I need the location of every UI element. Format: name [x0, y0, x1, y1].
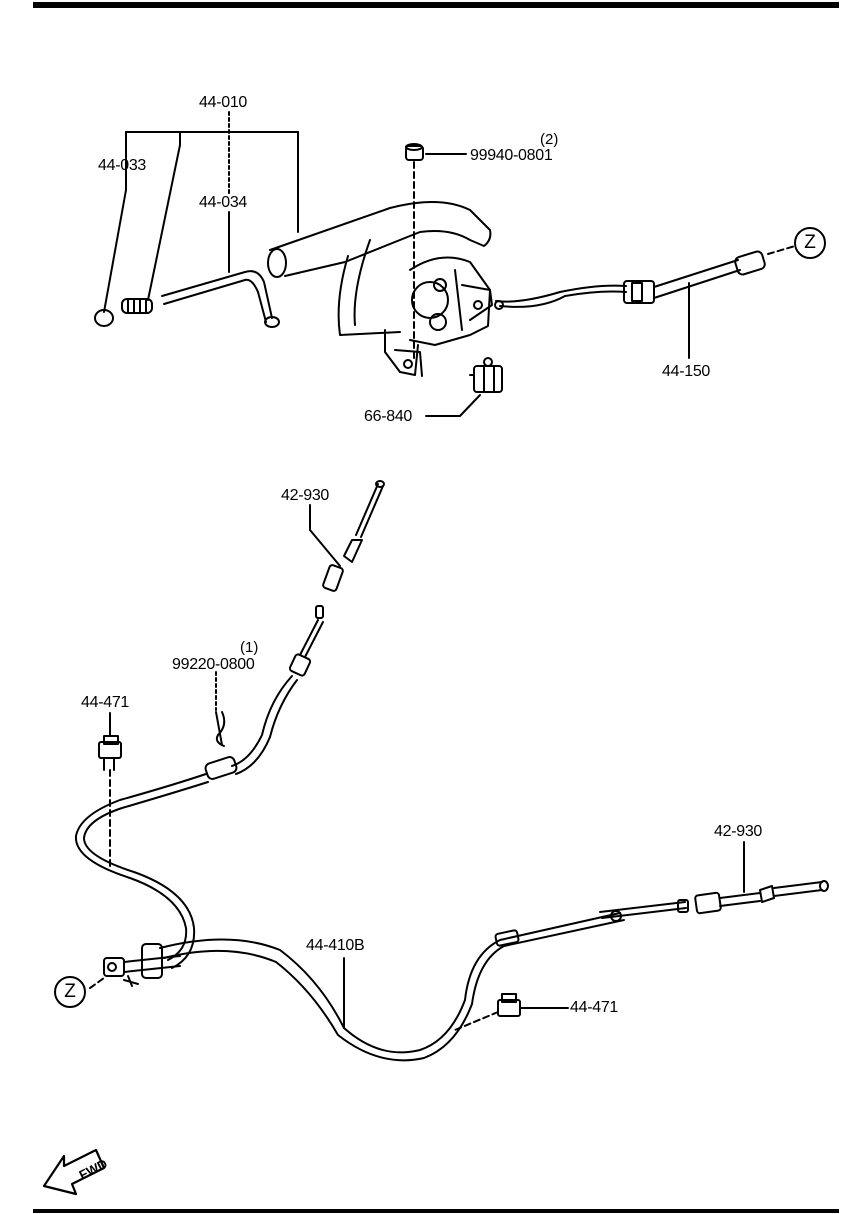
label-42-930-right: 42-930: [714, 823, 763, 840]
return-spring-42-930-top: [309, 480, 385, 592]
switch-66-840: [425, 357, 503, 417]
label-66-840: 66-840: [364, 408, 413, 425]
clip-99220-0800: [215, 711, 226, 747]
grommet-44-033: [94, 309, 114, 327]
return-spring-42-930-right: [694, 841, 829, 915]
label-99940-0801: 99940-0801: [470, 147, 553, 164]
cable-upper-end: [204, 605, 324, 780]
fwd-text: FWD: [77, 1156, 110, 1183]
label-42-930-top: 42-930: [281, 487, 330, 504]
label-44-010: 44-010: [199, 94, 248, 111]
bottom-border-rule: [33, 1209, 839, 1213]
front-cable-44-150: [494, 245, 796, 359]
rear-cable-44-410b: [74, 773, 689, 1062]
equalizer-left: [89, 943, 181, 989]
fwd-arrow-icon: [42, 1148, 106, 1196]
label-44-471-right: 44-471: [570, 999, 619, 1016]
label-44-033: 44-033: [98, 157, 147, 174]
reference-marker-z-bottom: Z: [54, 976, 86, 1008]
spring-44-033-shape: [121, 298, 153, 314]
top-border-rule: [33, 2, 839, 8]
qty-99220: (1): [240, 639, 259, 656]
clip-44-471-left: [98, 735, 122, 869]
nut-99940-0801: [405, 143, 467, 363]
qty-99940: (2): [540, 131, 559, 148]
label-99220-0800: 99220-0800: [172, 656, 255, 673]
rod-44-034: [161, 270, 280, 328]
leader-44-010-bracket: [103, 111, 299, 313]
label-44-471-left: 44-471: [81, 694, 130, 711]
label-44-034: 44-034: [199, 194, 248, 211]
reference-marker-z-top: Z: [794, 227, 826, 259]
label-44-410b: 44-410B: [306, 937, 365, 954]
parking-brake-lever: [267, 201, 493, 377]
label-44-150: 44-150: [662, 363, 711, 380]
clip-44-471-right: [454, 993, 569, 1031]
